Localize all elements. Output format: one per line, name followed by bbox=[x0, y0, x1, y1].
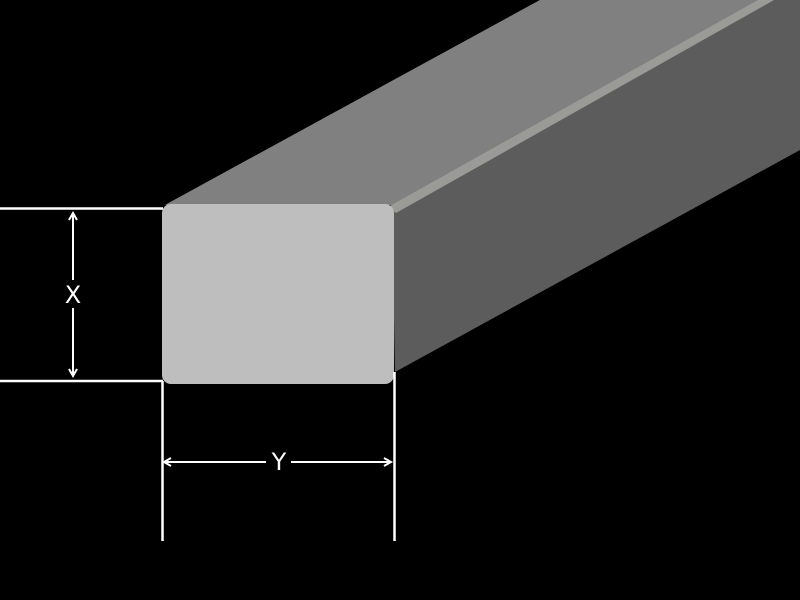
bar-top-face-far bbox=[165, 0, 760, 205]
y-arrowhead-left bbox=[161, 457, 172, 467]
y-arrowhead-right bbox=[383, 457, 394, 467]
x-dimension-label: X bbox=[65, 281, 81, 309]
y-dimension-label: Y bbox=[271, 448, 287, 476]
x-arrowhead-bottom bbox=[68, 368, 78, 379]
bar-edge-highlight bbox=[388, 0, 774, 213]
bar-side-face bbox=[392, 0, 800, 372]
x-arrowhead-top bbox=[68, 210, 78, 221]
bar-front-face bbox=[162, 204, 394, 384]
